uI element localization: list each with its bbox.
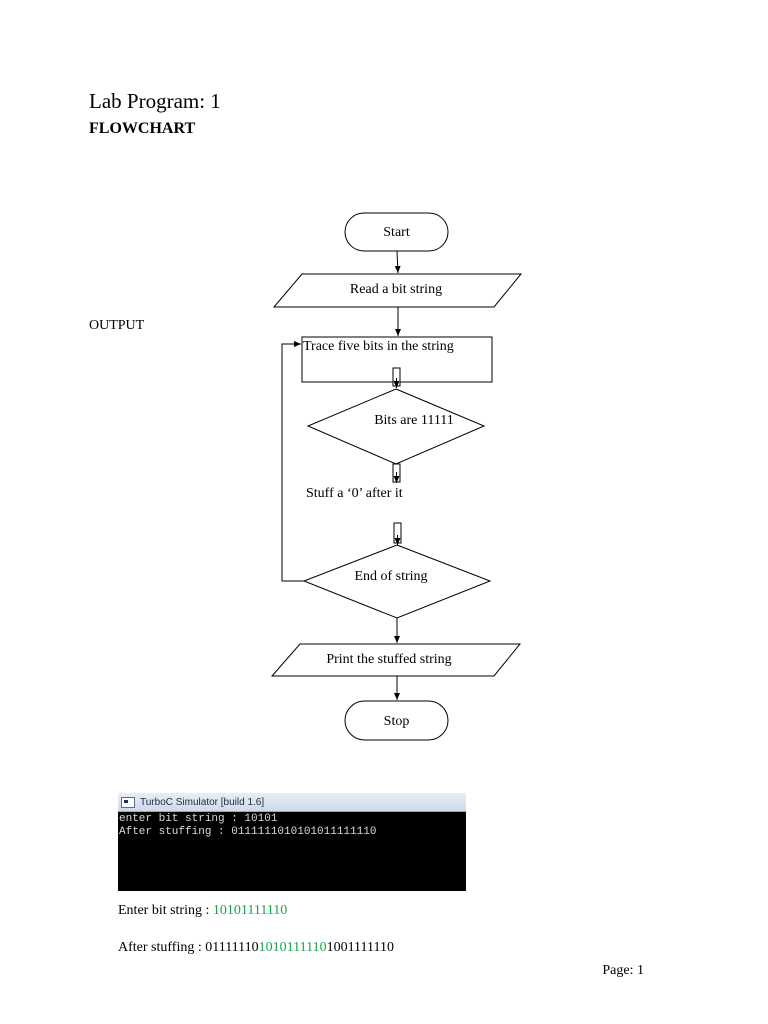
decision-bits-diamond: Bits are 11111 xyxy=(306,388,486,465)
trace-process-box: Trace five bits in the string xyxy=(301,336,493,383)
connector-stuff-end xyxy=(393,522,402,545)
connector-start-read xyxy=(394,250,401,274)
read-input-parallelogram: Read a bit string xyxy=(272,273,523,308)
connector-loop-back xyxy=(281,341,304,582)
after-middle: 1010111110 xyxy=(258,940,327,955)
after-suffix: 1001111110 xyxy=(326,940,394,955)
start-label: Start xyxy=(383,225,410,240)
page-number: Page: 1 xyxy=(602,963,644,978)
console-window-icon xyxy=(121,796,135,808)
console-line-2: After stuffing : 0111111010101011111110 xyxy=(119,826,377,838)
trace-label: Trace five bits in the string xyxy=(303,339,454,354)
connector-trace-decision xyxy=(392,367,401,388)
enter-value: 10101111110 xyxy=(212,903,288,918)
output-label: OUTPUT xyxy=(89,318,145,333)
console-titlebar: TurboC Simulator [build 1.6] xyxy=(118,793,466,812)
read-label: Read a bit string xyxy=(350,282,442,297)
connector-decision-stuff xyxy=(392,463,401,483)
enter-bit-string-line: Enter bit string : 10101111110 xyxy=(118,903,287,919)
enter-label: Enter bit string : xyxy=(118,903,213,918)
print-label: Print the stuffed string xyxy=(326,652,451,667)
after-prefix: 01111110 xyxy=(205,940,259,955)
after-stuffing-line: After stuffing : 01111110101011111010011… xyxy=(118,940,394,956)
print-output-parallelogram: Print the stuffed string xyxy=(270,643,522,677)
stop-label: Stop xyxy=(384,714,410,729)
stuff-step-label: Stuff a ‘0’ after it xyxy=(306,486,403,501)
console-title: TurboC Simulator [build 1.6] xyxy=(140,796,265,808)
console-line-1: enter bit string : 10101 xyxy=(119,813,278,825)
console-screenshot: TurboC Simulator [build 1.6] enter bit s… xyxy=(118,793,466,891)
start-terminal: Start xyxy=(344,212,449,252)
section-heading: FLOWCHART xyxy=(89,120,196,137)
page-title: Lab Program: 1 xyxy=(89,89,221,113)
stop-terminal: Stop xyxy=(344,700,449,741)
decision-end-diamond: End of string xyxy=(302,544,492,619)
decision-end-label: End of string xyxy=(354,569,427,584)
after-label: After stuffing : xyxy=(118,940,206,955)
decision-bits-label: Bits are 11111 xyxy=(374,413,454,428)
